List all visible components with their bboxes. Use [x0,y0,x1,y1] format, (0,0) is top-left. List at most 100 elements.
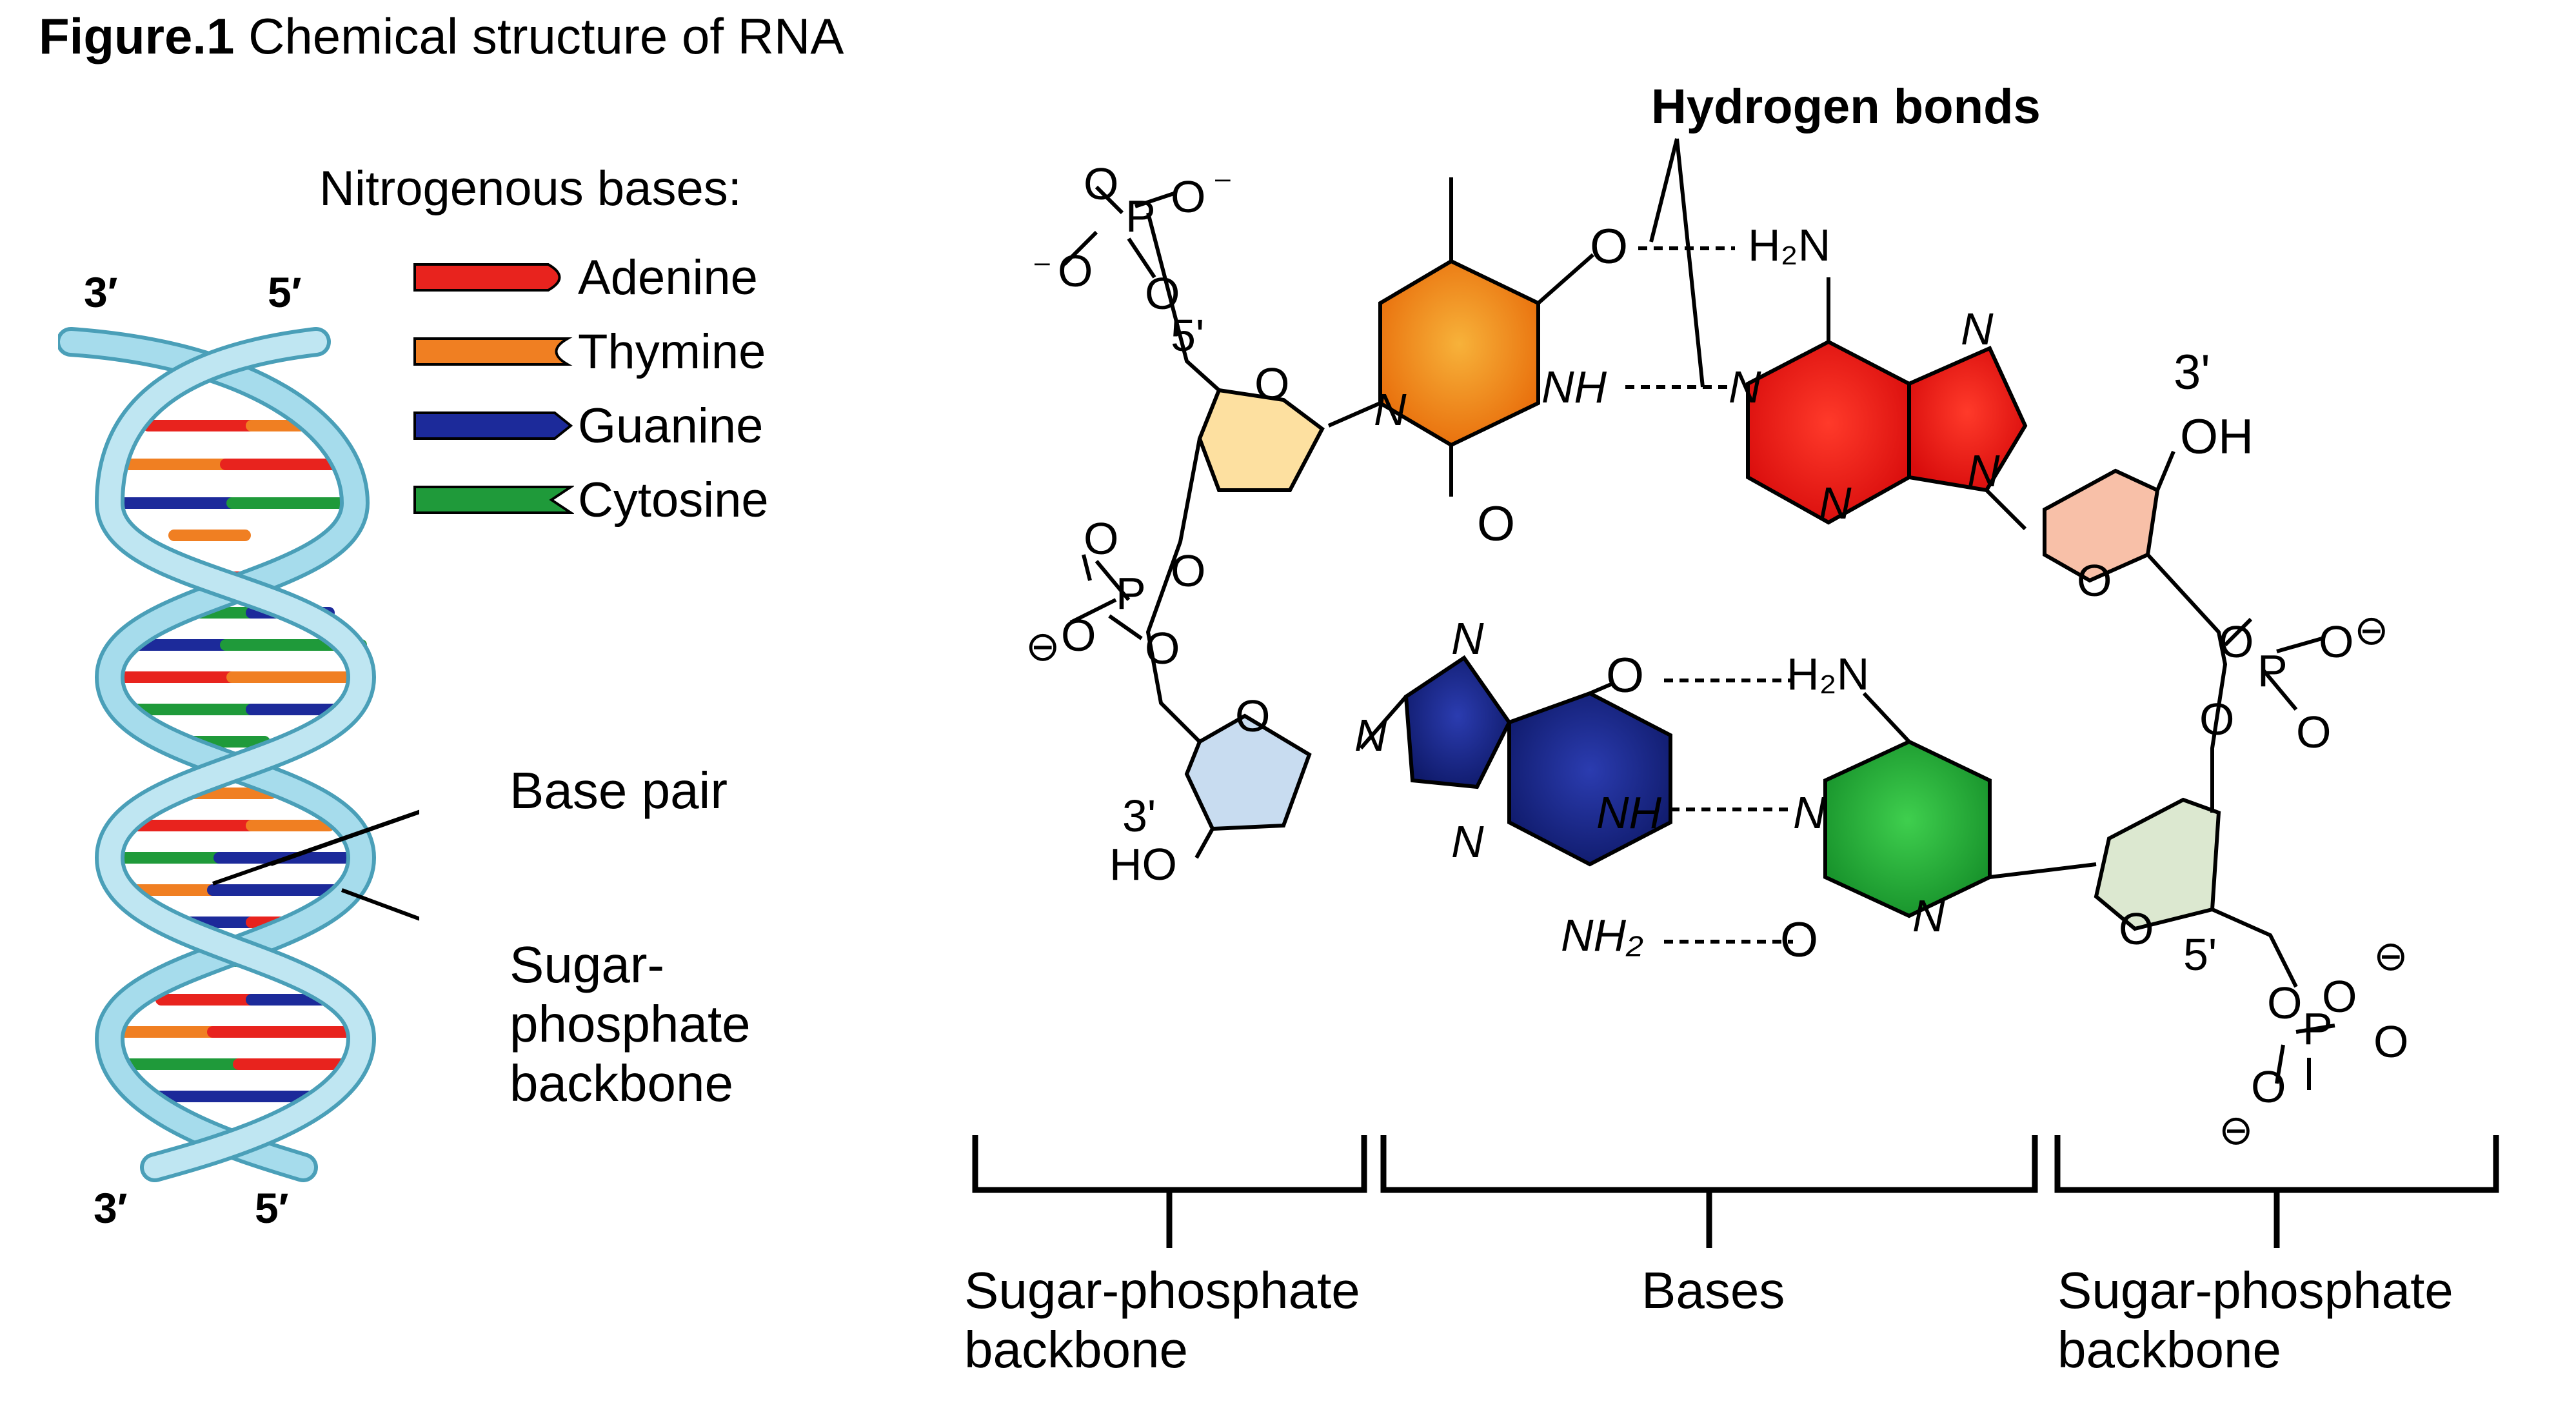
bracket-label-left-line2: backbone [964,1321,1188,1378]
atom-o: O [2319,617,2354,667]
atom-o: O [2267,978,2303,1028]
bracket-label-middle: Bases [1641,1262,1785,1319]
atom-nh2: NH₂ [1561,910,1643,960]
atom-o: O [1058,246,1093,296]
legend-label-cytosine: Cytosine [578,472,769,528]
legend-label-adenine: Adenine [578,250,758,305]
prime-5-bottom-right: 5' [2183,929,2217,980]
atom-o: O [1606,648,1645,703]
guanine-key-icon [413,411,573,440]
sugar-bottom-right [2094,797,2221,931]
atom-ho: HO [1109,839,1177,889]
bracket-label-left-line1: Sugar-phosphate [964,1262,1360,1319]
guanine-base [1359,655,1672,867]
atom-n: N [1793,788,1826,838]
cytosine-key-icon [413,486,574,514]
atom-o: O [2219,617,2254,667]
atom-n: N [1451,613,1484,664]
hydrogen-bond-dashes [1625,246,1793,944]
backbone-bonds [1145,212,2298,988]
atom-o: O [2251,1062,2286,1112]
atom-nh: NH [1596,788,1662,838]
atom-n: N [1912,891,1945,941]
backbone-callout-line2: phosphate [510,995,751,1053]
atom-n: N [1819,478,1852,528]
helix-top-right-end: 5′ [268,268,302,316]
atom-o: O [1084,159,1119,209]
hydrogen-bonds-label: Hydrogen bonds [1651,79,2041,134]
atom-o: O [2119,904,2154,954]
figure-caption: Figure.1 Chemical structure of RNA [39,6,844,66]
legend-label-guanine: Guanine [578,398,764,453]
adenine-key-icon [413,263,561,292]
backbone-callout-line1: Sugar- [510,936,665,993]
legend-item-adenine: Adenine [413,248,758,306]
atom-o: O [1061,610,1096,660]
atom-o: O [1145,268,1180,319]
atom-o: O [1780,913,1819,967]
helix-top-left-end: 3′ [84,268,118,316]
atom-n: N [1967,446,2000,496]
brackets [972,1135,2499,1248]
prime-3-top-right: 3' [2174,345,2210,400]
bracket-left [972,1135,1367,1193]
sugar-bottom-left [1184,713,1312,831]
atom-nh: NH [1541,362,1607,412]
negative-charge: ⊖ [2354,607,2389,653]
double-helix [58,327,419,1182]
atom-n: N [1451,817,1484,867]
atom-p: P [2257,646,2288,696]
atom-o: O [2199,694,2235,744]
atom-o: O [2322,971,2357,1022]
atom-p: P [2303,1004,2333,1054]
negative-charge: ⊖ [2373,933,2408,979]
figure-number: Figure.1 [39,8,235,64]
phosphate-bonds [1062,185,2335,1090]
atom-oh: OH [2180,410,2254,464]
legend-item-thymine: Thymine [413,322,766,381]
legend-label-thymine: Thymine [578,324,766,379]
atom-h2n: H₂N [1748,220,1831,270]
bracket-label-right-line1: Sugar-phosphate [2057,1262,2453,1319]
thymine-base [1327,177,1594,497]
atom-o: O [1171,172,1206,222]
helix-bottom-left-end: 3′ [94,1184,128,1232]
atom-h2n: H₂N [1787,649,1870,699]
legend-item-cytosine: Cytosine [413,471,769,529]
atom-p: P [1125,191,1156,241]
atom-o: O [1171,546,1206,596]
legend-item-guanine: Guanine [413,397,763,455]
bracket-middle [1380,1135,2038,1193]
atom-n: N [1729,362,1761,412]
cytosine-base [1823,691,2097,918]
atom-n: N [1354,710,1387,760]
atom-o: O [1477,497,1516,551]
atom-o: O [1084,513,1119,564]
adenine-base [1746,277,2028,531]
atom-o: O [1145,623,1180,673]
negative-charge: ⊖ [2219,1107,2254,1153]
atom-o: O [1590,219,1629,274]
bracket-right [2054,1135,2499,1193]
bracket-label-right-line2: backbone [2057,1321,2281,1378]
legend-title: Nitrogenous bases: [319,161,742,216]
backbone-callout-line3: backbone [510,1055,733,1112]
hydrogen-bond-pointers [1649,138,1705,388]
minus-charge: ⁻ [1032,249,1053,292]
prime-3-bottom-left: 3' [1122,791,1156,841]
minus-charge: ⁻ [1213,165,1233,208]
atom-o: O [2296,707,2332,757]
helix-bottom-right-end: 5′ [255,1184,289,1232]
atom-o: O [1235,691,1271,741]
base-pair-callout: Base pair [510,762,728,819]
thymine-key-icon [413,337,573,366]
atom-n: N [1961,304,1994,354]
atom-p: P [1116,568,1146,619]
atom-n: N [1374,384,1407,435]
negative-charge: ⊖ [1025,623,1060,669]
atom-o: O [2373,1016,2409,1067]
atom-o: O [2077,555,2112,606]
figure-title: Chemical structure of RNA [234,8,844,64]
